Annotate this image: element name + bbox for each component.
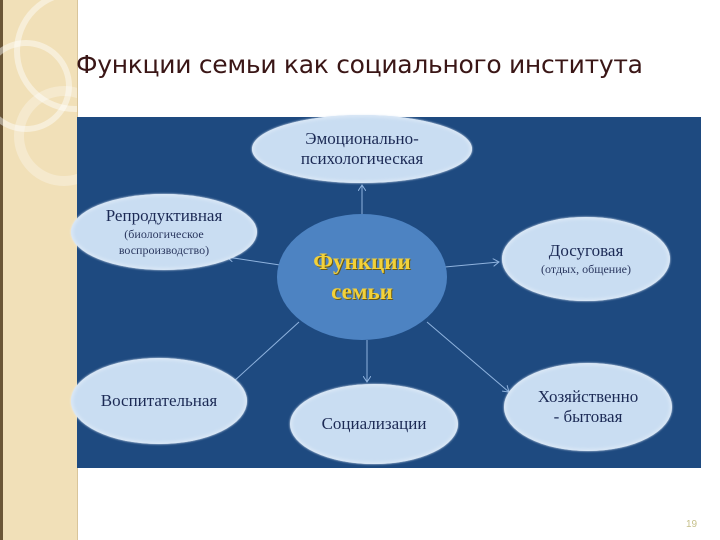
- node-label: Воспитательная: [100, 391, 218, 410]
- node-sublabel: (биологическое: [124, 227, 204, 241]
- center-node-family-functions: Функции семьи: [277, 214, 447, 340]
- node-leisure: Досуговая (отдых, общение): [502, 217, 670, 301]
- slide-title: Функции семьи как социального института: [76, 50, 643, 79]
- node-label: - бытовая: [553, 407, 623, 426]
- node-emotional-psychological: Эмоционально- психологическая: [252, 115, 472, 183]
- node-educational: Воспитательная: [71, 358, 247, 444]
- node-label: Репродуктивная: [105, 206, 223, 225]
- center-label: Функции: [313, 249, 411, 274]
- node-label: психологическая: [300, 149, 424, 168]
- node-label: Хозяйственно: [537, 387, 639, 406]
- side-strip-edge: [0, 0, 3, 540]
- decorative-ring-icon: [14, 86, 77, 186]
- node-reproductive: Репродуктивная (биологическое воспроизво…: [71, 194, 257, 270]
- node-household: Хозяйственно - бытовая: [504, 363, 672, 451]
- page-number: 19: [686, 519, 698, 530]
- diagram-panel: Эмоционально- психологическая Репродукти…: [71, 115, 701, 468]
- decorative-side-strip: [0, 0, 78, 540]
- node-label: Эмоционально-: [305, 129, 419, 148]
- node-label: Социализации: [321, 414, 427, 433]
- node-socialization: Социализации: [290, 384, 458, 464]
- center-label: семьи: [331, 279, 393, 304]
- node-sublabel: (отдых, общение): [541, 262, 631, 276]
- node-label: Досуговая: [548, 241, 624, 260]
- node-sublabel: воспроизводство): [118, 243, 210, 257]
